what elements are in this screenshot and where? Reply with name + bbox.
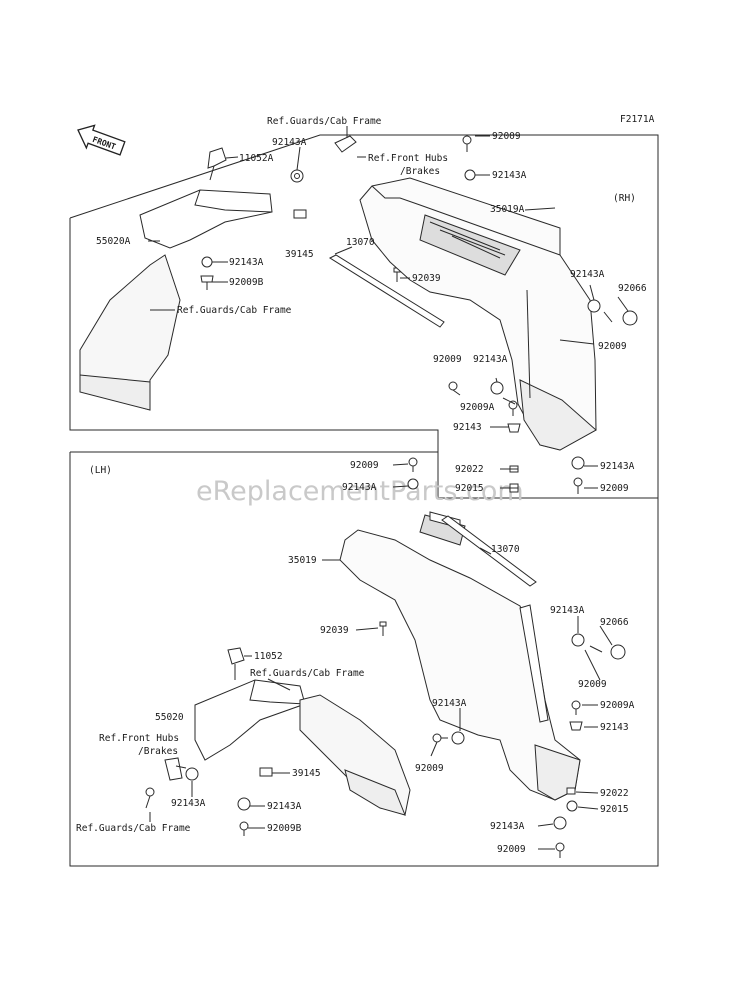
rh-92143A-r3: 92143A xyxy=(473,354,508,365)
lh-ref-guards-b: Ref.Guards/Cab Frame xyxy=(76,823,191,834)
lh-labels: (LH) 92009 92143A 13070 35019 92143A 920… xyxy=(76,460,635,855)
lh-92143A-r4: 92143A xyxy=(490,821,525,832)
rh-92009-r3: 92009 xyxy=(433,354,462,365)
lh-92143A-mid: 92143A xyxy=(171,798,206,809)
lh-13070: 13070 xyxy=(491,544,520,555)
rh-92009-top: 92009 xyxy=(492,131,521,142)
lh-35019: 35019 xyxy=(288,555,317,566)
rh-92009B: 92009B xyxy=(229,277,264,288)
lh-92143A-low: 92143A xyxy=(267,801,302,812)
watermark: eReplacementParts.com xyxy=(196,476,524,507)
rh-ref-front-hubs-2: /Brakes xyxy=(400,166,440,177)
rh-ref-front-hubs-1: Ref.Front Hubs xyxy=(368,153,448,164)
rh-parts xyxy=(79,135,638,494)
lh-92039: 92039 xyxy=(320,625,349,636)
rh-92039: 92039 xyxy=(412,273,441,284)
lh-92009-c: 92009 xyxy=(415,763,444,774)
lh-parts xyxy=(145,457,626,858)
lh-92143A-r1: 92143A xyxy=(550,605,585,616)
figure-code: F2171A xyxy=(620,114,655,125)
rh-92143A-r2: 92143A xyxy=(570,269,605,280)
lh-92015: 92015 xyxy=(600,804,629,815)
rh-labels: Ref.Guards/Cab Frame 92143A 11052A Ref.F… xyxy=(96,116,647,494)
rh-92022: 92022 xyxy=(455,464,484,475)
rh-92143A-r1: 92143A xyxy=(492,170,527,181)
lh-92009A: 92009A xyxy=(600,700,635,711)
lh-92009-bot: 92009 xyxy=(497,844,526,855)
lh-11052: 11052 xyxy=(254,651,283,662)
rh-ref-guards-mid: Ref.Guards/Cab Frame xyxy=(177,305,292,316)
rh-side-label: (RH) xyxy=(613,193,636,204)
lh-leaders xyxy=(149,463,613,850)
rh-92009-r4: 92009 xyxy=(600,483,629,494)
front-arrow-icon: FRONT xyxy=(77,124,126,156)
rh-13070: 13070 xyxy=(346,237,375,248)
rh-92143A-top: 92143A xyxy=(272,137,307,148)
rh-92143A-mid: 92143A xyxy=(229,257,264,268)
lh-ref-front-hubs-2: /Brakes xyxy=(138,746,178,757)
lh-ref-front-hubs-1: Ref.Front Hubs xyxy=(99,733,179,744)
rh-92009-r2: 92009 xyxy=(598,341,627,352)
lh-92009-r1: 92009 xyxy=(578,679,607,690)
lh-92143A-top: 92143A xyxy=(342,482,377,493)
lh-92143: 92143 xyxy=(600,722,629,733)
rh-92143A-r4: 92143A xyxy=(600,461,635,472)
lh-92143A-c: 92143A xyxy=(432,698,467,709)
lh-92022: 92022 xyxy=(600,788,629,799)
rh-92015: 92015 xyxy=(455,483,484,494)
rh-92143: 92143 xyxy=(453,422,482,433)
lh-92009-top: 92009 xyxy=(350,460,379,471)
lh-side-label: (LH) xyxy=(89,465,112,476)
rh-ref-guards-top: Ref.Guards/Cab Frame xyxy=(267,116,382,127)
lh-ref-guards-a: Ref.Guards/Cab Frame xyxy=(250,668,365,679)
lh-55020: 55020 xyxy=(155,712,184,723)
rh-leaders xyxy=(148,126,629,489)
lh-frame xyxy=(69,451,659,867)
rh-35019A: 35019A xyxy=(490,204,525,215)
rh-39145: 39145 xyxy=(285,249,314,260)
rh-92009A: 92009A xyxy=(460,402,495,413)
rh-11052A: 11052A xyxy=(239,153,274,164)
lh-92066: 92066 xyxy=(600,617,629,628)
rh-55020A: 55020A xyxy=(96,236,131,247)
lh-92009B: 92009B xyxy=(267,823,302,834)
rh-92066: 92066 xyxy=(618,283,647,294)
lh-39145: 39145 xyxy=(292,768,321,779)
